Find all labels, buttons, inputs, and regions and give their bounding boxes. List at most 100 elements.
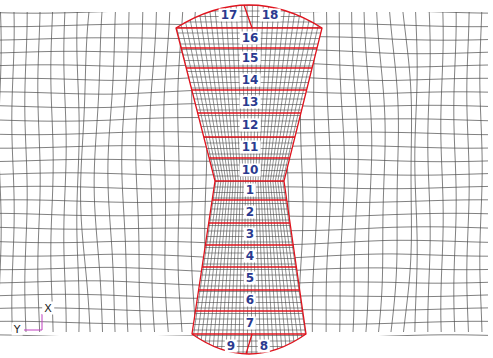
pass-number: 8 (258, 340, 270, 353)
pass-number: 17 (219, 9, 240, 22)
pass-boundary (205, 244, 293, 245)
mesh-line (428, 12, 430, 332)
mesh-line (77, 12, 79, 332)
mesh-line (170, 247, 330, 248)
pass-boundary (209, 157, 290, 158)
mesh-line (170, 220, 330, 221)
pass-number: 11 (240, 141, 261, 154)
axis-line (24, 330, 42, 331)
mesh-line (170, 137, 330, 138)
pass-boundary (198, 112, 301, 113)
mesh-line (170, 49, 330, 50)
mesh-line (170, 11, 330, 12)
mesh-line (170, 16, 330, 17)
mesh-line (441, 12, 443, 332)
mesh-line (377, 12, 385, 332)
mesh-line (81, 12, 91, 332)
pass-divider (246, 334, 252, 354)
mesh-line (170, 352, 330, 353)
axis-label: X (42, 302, 54, 315)
mesh-line (178, 12, 183, 332)
mesh-line (170, 198, 330, 199)
mesh-line (170, 66, 330, 67)
mesh-line (136, 12, 143, 332)
mesh-line (273, 0, 302, 358)
pass-boundaries (176, 5, 322, 354)
pass-boundary (186, 67, 312, 68)
mesh-line (352, 12, 359, 332)
pass-number: 16 (240, 32, 261, 45)
mesh-line (170, 115, 330, 116)
pass-number: 3 (244, 228, 256, 241)
mesh-line (454, 12, 456, 332)
mesh-line (170, 71, 330, 72)
mesh-line (390, 12, 399, 332)
weld-fine-mesh (170, 0, 330, 358)
mesh-line (170, 346, 330, 347)
mesh-line (339, 12, 344, 332)
weld-outline (176, 5, 322, 354)
pass-number: 18 (260, 9, 281, 22)
mesh-line (170, 154, 330, 155)
mesh-line (0, 12, 1, 332)
mesh-line (170, 357, 330, 358)
pass-number: 14 (240, 74, 261, 87)
mesh-line (150, 12, 157, 332)
pass-number: 6 (244, 294, 256, 307)
pass-number: 1 (244, 184, 256, 197)
mesh-line (12, 12, 14, 332)
mesh-line (181, 0, 218, 358)
pass-boundary (181, 47, 317, 48)
mesh-line (170, 286, 330, 287)
pass-number: 12 (240, 119, 261, 132)
mesh-line (170, 27, 330, 28)
pass-number: 7 (244, 317, 256, 330)
mesh-line (170, 110, 330, 111)
pass-number: 15 (240, 52, 261, 65)
mesh-line (108, 12, 115, 332)
pass-number: 13 (240, 96, 261, 109)
mesh-line (285, 0, 329, 358)
mesh-line (170, 159, 330, 160)
mesh-line (170, 291, 330, 292)
pass-boundary (215, 180, 284, 181)
mesh-line (260, 0, 274, 358)
mesh-line (214, 0, 233, 358)
mesh-line (467, 12, 469, 332)
axis-triad (24, 314, 42, 330)
axis-line (42, 314, 43, 330)
pass-boundary (199, 289, 300, 290)
mesh-line (170, 181, 330, 182)
mesh-line (38, 12, 40, 332)
mesh-line (170, 88, 330, 89)
mesh-line (170, 313, 330, 314)
mesh-line (170, 0, 330, 1)
pass-boundary (195, 310, 302, 311)
mesh-line (415, 12, 417, 332)
mesh-line (283, 0, 324, 358)
pass-number: 5 (244, 272, 256, 285)
pass-number: 9 (225, 340, 237, 353)
mesh-line (25, 12, 27, 332)
pass-boundary (204, 136, 295, 137)
mesh-line (326, 12, 331, 332)
axis-label: Y (12, 323, 23, 336)
mesh-line (94, 12, 102, 332)
pass-boundary (192, 89, 307, 90)
mesh-line (170, 242, 330, 243)
pass-number: 4 (244, 250, 256, 263)
mesh-line (170, 264, 330, 265)
mesh-line (176, 0, 216, 358)
mesh-line (170, 0, 213, 358)
mesh-line (164, 12, 170, 332)
pass-boundary (192, 333, 306, 334)
weld-ground (176, 5, 322, 354)
pass-boundary (212, 199, 287, 200)
mesh-line (122, 12, 129, 332)
mesh-line (198, 0, 226, 358)
mesh-line (170, 308, 330, 309)
pass-boundary (202, 266, 296, 267)
pass-divider (244, 5, 252, 28)
